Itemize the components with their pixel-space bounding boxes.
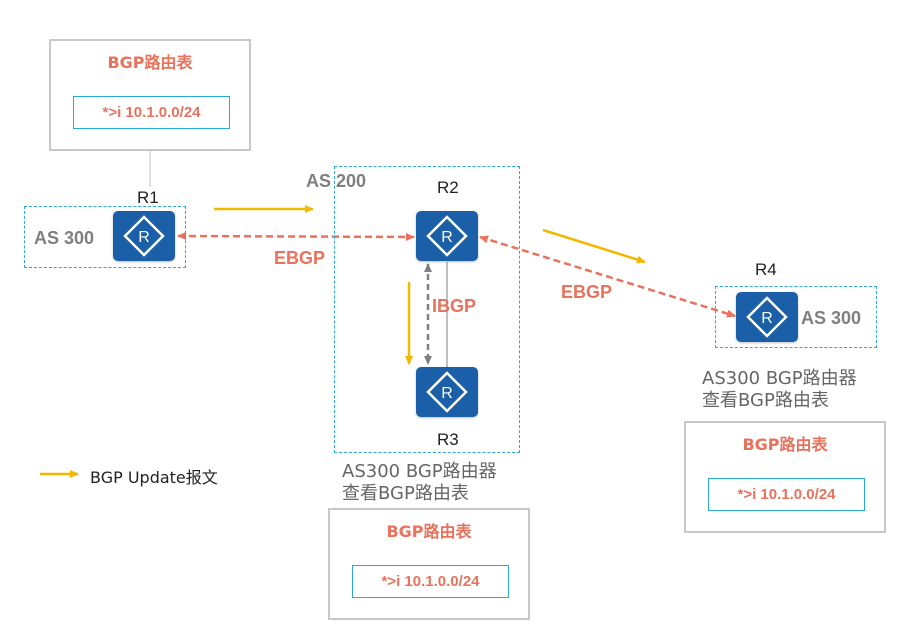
router-icon: R (746, 296, 788, 338)
as300-left-area (24, 206, 186, 268)
ibgp-label: IBGP (432, 296, 477, 316)
router-r2[interactable]: R (416, 211, 478, 261)
right-note-line2: 查看BGP路由表 (702, 390, 829, 411)
middle-note: AS300 BGP路由器 查看BGP路由表 (342, 461, 497, 505)
r3-bgp-table: BGP路由表 *>i 10.1.0.0/24 (328, 508, 530, 620)
legend-label: BGP Update报文 (90, 468, 218, 487)
router-r4[interactable]: R (736, 292, 798, 342)
router-icon: R (426, 371, 468, 413)
right-note-line1: AS300 BGP路由器 (702, 368, 857, 389)
as200-area (334, 166, 520, 453)
svg-text:R: R (761, 310, 773, 327)
r1-bgp-table-entry: *>i 10.1.0.0/24 (73, 96, 230, 129)
router-r1-name: R1 (137, 188, 159, 207)
router-r3[interactable]: R (416, 367, 478, 417)
router-r2-name: R2 (437, 178, 459, 197)
ebgp-right-session-line (479, 235, 736, 318)
ebgp-right-label: EBGP (561, 282, 613, 302)
router-r4-name: R4 (755, 260, 777, 279)
router-r1[interactable]: R (113, 211, 175, 261)
r4-bgp-table-title: BGP路由表 (742, 435, 828, 454)
ebgp-left-label: EBGP (274, 248, 326, 268)
r3-bgp-table-title: BGP路由表 (386, 522, 472, 541)
as200-label: AS 200 (306, 171, 367, 191)
ebgp-left-session-line (177, 232, 415, 241)
svg-text:R: R (138, 229, 150, 246)
svg-text:R: R (441, 229, 453, 246)
as300-right-area (715, 286, 877, 348)
router-icon: R (426, 215, 468, 257)
router-r3-name: R3 (437, 430, 459, 449)
middle-note-line2: 查看BGP路由表 (342, 483, 469, 504)
r1-bgp-table: BGP路由表 *>i 10.1.0.0/24 (49, 39, 251, 151)
r1-bgp-table-title: BGP路由表 (107, 53, 193, 72)
svg-text:R: R (441, 385, 453, 402)
r3-bgp-table-entry: *>i 10.1.0.0/24 (352, 565, 509, 598)
r4-bgp-table-entry: *>i 10.1.0.0/24 (708, 478, 865, 511)
update-arrow-r2-r4 (542, 228, 646, 264)
as300-right-label: AS 300 (801, 308, 862, 328)
middle-note-line1: AS300 BGP路由器 (342, 461, 497, 482)
r4-bgp-table: BGP路由表 *>i 10.1.0.0/24 (684, 421, 886, 533)
as300-left-label: AS 300 (34, 228, 95, 248)
router-icon: R (123, 215, 165, 257)
right-note: AS300 BGP路由器 查看BGP路由表 (702, 368, 857, 412)
